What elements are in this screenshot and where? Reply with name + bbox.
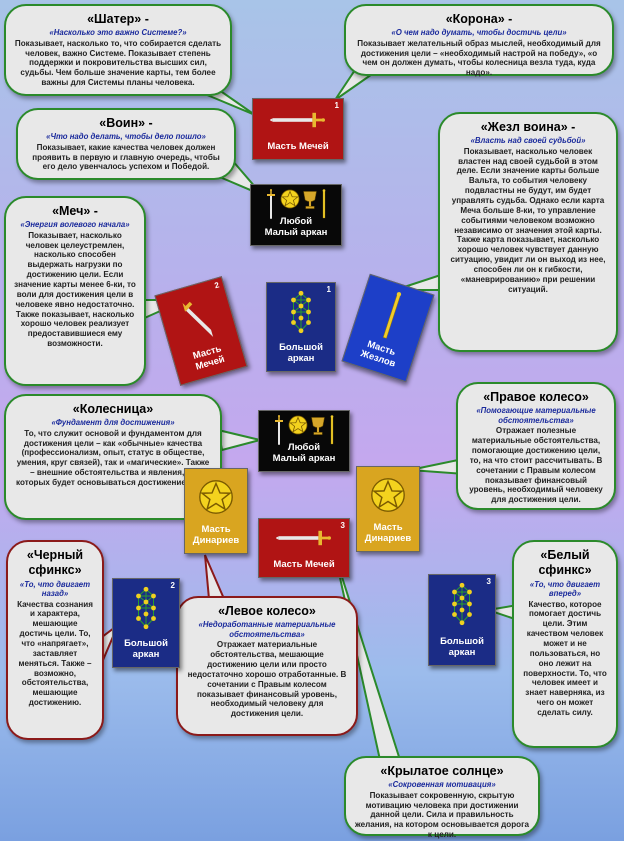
bubble-cherny: «Черный сфинкс» «То, что двигает назад» … [6, 540, 104, 740]
bubble-body: Показывает, насколько то, что собирается… [14, 38, 222, 88]
bubble-pravoe: «Правое колесо» «Помогающие материальные… [456, 382, 616, 510]
card-label: Масть Мечей [273, 559, 335, 571]
bubble-title: «Правое колесо» [483, 390, 589, 404]
tree-of-life-icon [429, 581, 495, 627]
bubble-body: Показывает, какие качества человек долже… [32, 142, 220, 172]
bubble-title: «Колесница» [72, 402, 154, 416]
card-zhezl-wands: Масть Жезлов [341, 273, 435, 383]
bubble-body: Качества сознания и характера, мешающие … [17, 599, 93, 708]
bubble-subtitle: «Что надо делать, чтобы дело пошло» [46, 132, 206, 142]
bubble-subtitle: «Помогающие материальные обстоятельства» [476, 406, 596, 425]
card-label-line2: Малый аркан [264, 227, 328, 239]
minor-suits-icon [259, 415, 349, 445]
bubble-subtitle: «То, что двигает назад» [19, 579, 91, 599]
card-label-line1: Любой [279, 216, 313, 228]
card-number: 1 [326, 285, 331, 294]
bubble-levoe: «Левое колесо» «Недоработанные материаль… [176, 596, 358, 736]
card-levoe-pentacles: Масть Динариев [184, 468, 248, 554]
bubble-body: Отражает полезные материальные обстоятел… [469, 426, 603, 505]
bubble-title: «Меч» - [52, 204, 98, 218]
sword-icon [253, 111, 343, 129]
card-label-line1: Большой [440, 636, 484, 648]
card-voin-major: 1 Большой аркан [266, 282, 336, 372]
sword-icon [157, 283, 238, 356]
pentacle-icon [185, 479, 247, 515]
card-label-line2: аркан [132, 649, 160, 661]
bubble-title: «Шатер» - [87, 12, 149, 26]
bubble-subtitle: «Насколько это важно Системе?» [49, 28, 187, 38]
bubble-body: Отражает материальные обстоятельства, ме… [187, 640, 347, 719]
bubble-shater: «Шатер» - «Насколько это важно Системе?»… [4, 4, 232, 96]
minor-suits-icon [251, 189, 341, 219]
card-label: Масть Мечей [267, 141, 329, 153]
bubble-body: Показывает, насколько человек целеустрем… [14, 230, 136, 349]
card-label-line2: аркан [448, 647, 476, 659]
bubble-body: Показывает желательный образ мыслей, нео… [357, 38, 601, 78]
card-label-line2: Динариев [364, 533, 412, 545]
card-kolesnica-minor: Любой Малый аркан [258, 410, 350, 472]
bubble-subtitle: «О чем надо думать, чтобы достичь цели» [391, 28, 567, 38]
card-shater-swords: 1 Масть Мечей [252, 98, 344, 160]
card-mech-swords: 2 Масть Мечей [154, 276, 248, 386]
bubble-subtitle: «Сокровенная мотивация» [388, 780, 496, 790]
bubble-mech: «Меч» - «Энергия волевого начала» Показы… [4, 196, 146, 386]
bubble-subtitle: «Власть над своей судьбой» [470, 136, 586, 146]
card-bely-major: 3 Большой аркан [428, 574, 496, 666]
bubble-title: «Воин» - [99, 116, 153, 130]
card-label-line2: Малый аркан [272, 453, 336, 465]
bubble-krylatoe: «Крылатое солнце» «Сокровенная мотивация… [344, 756, 540, 839]
bubble-title: «Крылатое солнце» [380, 764, 504, 778]
bubble-title: «Жезл воина» - [480, 120, 576, 134]
bubble-subtitle: «То, что двигает вперед» [529, 579, 601, 599]
card-label-line1: Большой [124, 638, 168, 650]
card-label-line1: Масть [373, 522, 403, 534]
bubble-subtitle: «Недоработанные материальные обстоятельс… [198, 620, 336, 639]
card-korona-minor: Любой Малый аркан [250, 184, 342, 246]
bubble-body: Показывает, насколько человек властен на… [450, 146, 606, 294]
bubble-body: То, что служит основой и фундаментом для… [16, 428, 210, 488]
bubble-title: «Черный сфинкс» [26, 548, 84, 578]
sword-icon [259, 529, 349, 547]
bubble-body: Показывает сокровенную, скрытую мотиваци… [355, 790, 529, 840]
bubble-korona: «Корона» - «О чем надо думать, чтобы дос… [344, 4, 614, 78]
tree-of-life-icon [267, 289, 335, 335]
bubble-body: Качество, которое помогает достичь цели.… [523, 599, 607, 717]
card-number: 1 [334, 101, 339, 110]
card-label-line2: аркан [287, 353, 315, 365]
card-label-line1: Любой [287, 442, 321, 454]
card-label-line2: Динариев [192, 535, 240, 547]
card-cherny-major: 2 Большой аркан [112, 578, 180, 668]
card-label-line1: Масть [201, 524, 231, 536]
card-pravoe-pentacles: Масть Динариев [356, 466, 420, 552]
bubble-title: «Корона» - [445, 12, 513, 26]
tail-kolesnica [216, 428, 261, 452]
card-number: 3 [340, 521, 345, 530]
bubble-voin: «Воин» - «Что надо делать, чтобы дело по… [16, 108, 236, 180]
wand-icon [352, 279, 432, 353]
bubble-title: «Левое колесо» [218, 604, 316, 618]
bubble-subtitle: «Фундамент для достижения» [51, 418, 175, 428]
bubble-bely: «Белый сфинкс» «То, что двигает вперед» … [512, 540, 618, 748]
tree-of-life-icon [113, 585, 179, 631]
bubble-subtitle: «Энергия волевого начала» [20, 220, 130, 230]
card-number: 3 [486, 577, 491, 586]
pentacle-icon [357, 477, 419, 513]
card-label-line1: Большой [279, 342, 323, 354]
bubble-title: «Белый сфинкс» [538, 548, 592, 578]
card-krylatoe-swords: 3 Масть Мечей [258, 518, 350, 578]
card-number: 2 [170, 581, 175, 590]
bubble-zhezl: «Жезл воина» - «Власть над своей судьбой… [438, 112, 618, 352]
